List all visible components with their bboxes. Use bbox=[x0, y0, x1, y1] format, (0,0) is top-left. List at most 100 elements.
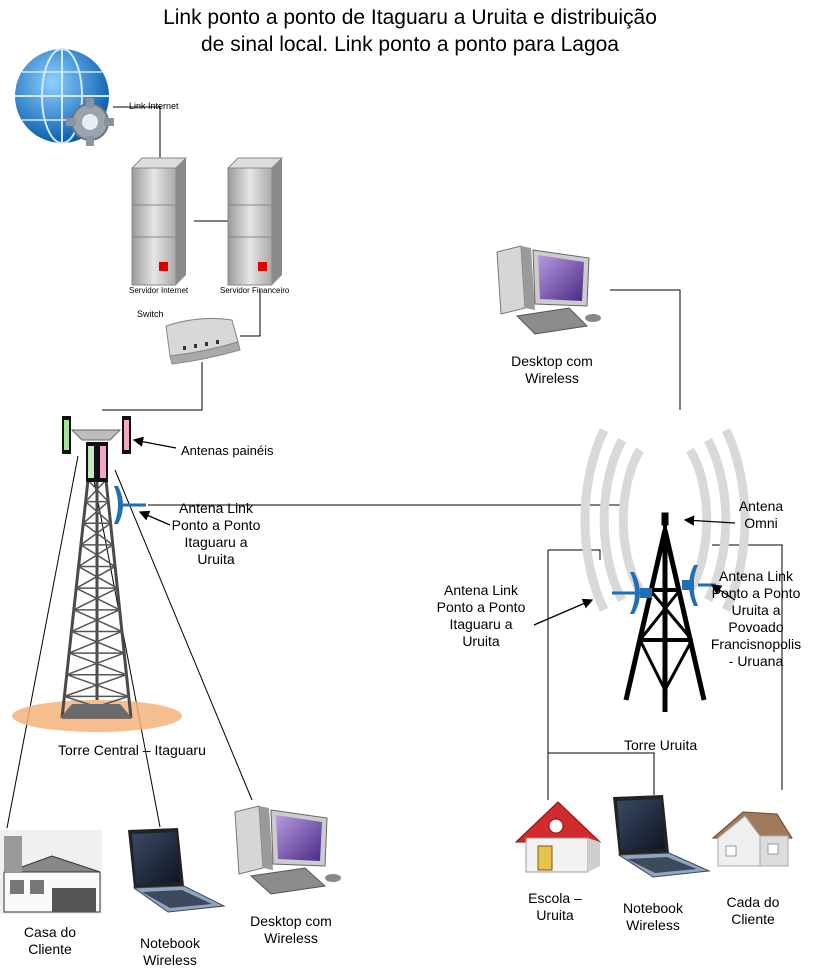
label-torre-central: Torre Central – Itaguaru bbox=[58, 742, 206, 758]
server-icon-financeiro bbox=[226, 157, 284, 286]
tower-lattice-bar bbox=[71, 630, 125, 654]
tower-lattice-bar bbox=[85, 501, 112, 524]
arrow-antena-link-right bbox=[710, 584, 736, 601]
tower-lattice-bar bbox=[73, 609, 123, 633]
label-servidor-internet: Servidor Internet bbox=[129, 286, 189, 295]
label-line: Povoado bbox=[728, 619, 784, 635]
label-cada-cliente: Cada do Cliente bbox=[713, 894, 793, 928]
label-line: Cliente bbox=[731, 911, 775, 927]
house-icon-casa-left bbox=[0, 830, 102, 914]
label-antena-link-itaguaru: Antena Link Ponto a Ponto Itaguaru a Uru… bbox=[160, 500, 272, 568]
line-fin-server-to-switch bbox=[240, 290, 261, 337]
line-tower-to-desktop bbox=[114, 469, 253, 801]
label-antenas-paineis: Antenas painéis bbox=[181, 443, 274, 458]
arrow-antena-link-left bbox=[533, 598, 594, 626]
label-line: Wireless bbox=[525, 370, 579, 386]
server-icon-internet bbox=[130, 157, 188, 286]
label-line: Notebook bbox=[140, 935, 200, 951]
tower-lattice-bar bbox=[64, 674, 127, 698]
annotation-arrows bbox=[132, 436, 736, 626]
tower-lattice-bar bbox=[82, 501, 109, 524]
label-line: - Uruana bbox=[728, 653, 784, 669]
tower-lattice-bar bbox=[68, 652, 127, 676]
diagram-title: Link ponto a ponto de Itaguaru a Uruita … bbox=[0, 4, 814, 58]
line-desktop-to-omni bbox=[610, 289, 681, 410]
arrow-antena-link-itaguaru bbox=[138, 510, 171, 526]
house-icon-escola bbox=[514, 801, 602, 873]
label-switch: Switch bbox=[137, 309, 164, 319]
antenna-icon-panel-right bbox=[122, 416, 131, 454]
label-line: Uruita a bbox=[731, 602, 781, 618]
tower-lattice-bar bbox=[80, 544, 116, 568]
tower-icon-uruita bbox=[623, 512, 707, 712]
line-tower-to-casa bbox=[6, 455, 79, 829]
arrow-antena-omni bbox=[683, 515, 736, 526]
label-line: Itaguaru a bbox=[184, 534, 248, 550]
tower-lattice-bar bbox=[71, 609, 120, 633]
label-antena-link-uruita-right: Antena Link Ponto a Ponto Uruita a Povoa… bbox=[700, 568, 812, 670]
antenna-icon-dish-uruita-left bbox=[612, 572, 652, 614]
tower-lattice-bar bbox=[75, 565, 116, 589]
house-icon-cliente-right bbox=[711, 811, 793, 867]
line-antenna-left-cable bbox=[548, 549, 601, 560]
label-line: Desktop com bbox=[250, 913, 332, 929]
tower-icon-central bbox=[12, 416, 182, 732]
label-line: Antena Link bbox=[444, 582, 518, 598]
line-tower-to-notebook-right bbox=[548, 752, 655, 795]
label-line: Francisnopolis bbox=[710, 636, 802, 652]
antenna-icon-panel-center bbox=[86, 442, 108, 482]
tower-lattice-bar bbox=[73, 587, 118, 611]
label-line: Wireless bbox=[143, 952, 197, 968]
switch-icon bbox=[165, 317, 241, 365]
label-servidor-financeiro: Servidor Financeiro bbox=[220, 286, 290, 295]
label-line: Uruita bbox=[536, 907, 574, 923]
label-line: Ponto a Ponto bbox=[171, 517, 261, 533]
desktop-icon-bottom bbox=[234, 805, 341, 895]
label-line: Cliente bbox=[28, 941, 72, 957]
label-line: Antena Link bbox=[179, 500, 253, 516]
label-desktop-left: Desktop com Wireless bbox=[241, 913, 341, 947]
label-line: Ponto a Ponto bbox=[711, 585, 801, 601]
label-line: Ponto a Ponto bbox=[436, 599, 526, 615]
label-antena-link-uruita-left: Antena Link Ponto a Ponto Itaguaru a Uru… bbox=[425, 582, 537, 650]
label-line: Itaguaru a bbox=[449, 616, 513, 632]
label-line: Wireless bbox=[264, 930, 318, 946]
tower-lattice-bar bbox=[78, 544, 114, 568]
label-line: Uruita bbox=[197, 551, 235, 567]
label-line: Antena Link bbox=[719, 568, 793, 584]
title-line-1: Link ponto a ponto de Itaguaru a Uruita … bbox=[163, 6, 657, 29]
label-line: Casa do bbox=[23, 924, 77, 940]
tower-lattice-bar bbox=[68, 630, 123, 654]
arrow-antenas-paineis bbox=[132, 436, 177, 449]
label-notebook-left: Notebook Wireless bbox=[130, 935, 210, 969]
tower-lattice-bar bbox=[82, 522, 114, 546]
desktop-icon-top bbox=[496, 245, 601, 335]
line-antenna-right-cable bbox=[712, 544, 783, 790]
label-line: Uruita bbox=[462, 633, 500, 649]
line-tower-to-notebook bbox=[91, 469, 161, 828]
label-line: Antena bbox=[738, 498, 784, 514]
tower-lattice-bar bbox=[87, 479, 109, 503]
label-casa-cliente: Casa do Cliente bbox=[10, 924, 90, 958]
label-torre-uruita: Torre Uruita bbox=[624, 737, 698, 753]
antenna-icon-dish-itaguaru bbox=[114, 486, 146, 524]
line-switch-to-tower bbox=[102, 362, 203, 411]
label-line: Desktop com bbox=[511, 353, 593, 369]
label-link-internet: Link Internet bbox=[129, 101, 179, 111]
notebook-icon-left bbox=[128, 828, 226, 913]
title-line-2: de sinal local. Link ponto a ponto para … bbox=[201, 33, 619, 56]
tower-lattice-bar bbox=[75, 587, 120, 611]
label-line: Escola – bbox=[528, 890, 582, 906]
globe-gear-icon bbox=[15, 48, 114, 146]
label-escola: Escola – Uruita bbox=[520, 890, 590, 924]
label-desktop-top: Desktop com Wireless bbox=[502, 353, 602, 387]
tower-lattice-bar bbox=[80, 522, 111, 546]
antenna-icon-panel-left bbox=[62, 416, 71, 454]
gear-icon bbox=[66, 98, 114, 146]
tower-lattice-bar bbox=[66, 674, 129, 698]
label-notebook-right: Notebook Wireless bbox=[613, 900, 693, 934]
label-line: Notebook bbox=[623, 900, 683, 916]
connection-lines bbox=[6, 106, 783, 829]
tower-lattice-bar bbox=[66, 652, 125, 676]
